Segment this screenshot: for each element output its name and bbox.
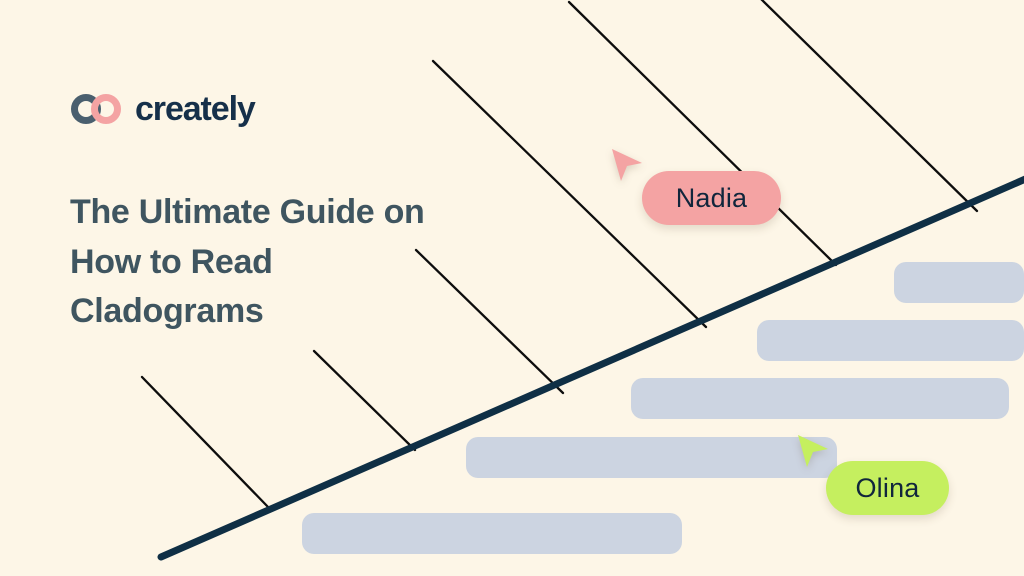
placeholder-bar bbox=[466, 437, 837, 478]
creately-wordmark: creately bbox=[135, 90, 256, 128]
collaborator-name: Nadia bbox=[675, 182, 748, 213]
placeholder-bars-group bbox=[302, 262, 1024, 554]
pointer-arrow-icon-nadia bbox=[612, 149, 642, 181]
placeholder-bar bbox=[757, 320, 1024, 361]
creately-infinity-rings-icon bbox=[71, 94, 121, 124]
placeholder-bar bbox=[631, 378, 1009, 419]
collaborator-label-nadia[interactable]: Nadia bbox=[642, 171, 781, 225]
trunk-line bbox=[157, 175, 1024, 561]
branch-line-6 bbox=[760, 0, 979, 213]
branch-line-2 bbox=[312, 349, 417, 452]
creately-logo[interactable]: creately bbox=[70, 90, 256, 128]
branch-line-1 bbox=[140, 375, 271, 510]
pointer-arrow-icon-olina bbox=[798, 435, 828, 467]
placeholder-bar bbox=[894, 262, 1024, 303]
branch-line-3 bbox=[414, 248, 565, 395]
collaborator-label-olina[interactable]: Olina bbox=[826, 461, 949, 515]
page-title: The Ultimate Guide on How to Read Cladog… bbox=[70, 193, 425, 331]
branch-line-4 bbox=[431, 59, 708, 329]
branch-line-5 bbox=[567, 0, 838, 267]
branch-lines-group bbox=[140, 0, 979, 510]
placeholder-bar bbox=[302, 513, 682, 554]
collaborator-name: Olina bbox=[855, 472, 920, 503]
